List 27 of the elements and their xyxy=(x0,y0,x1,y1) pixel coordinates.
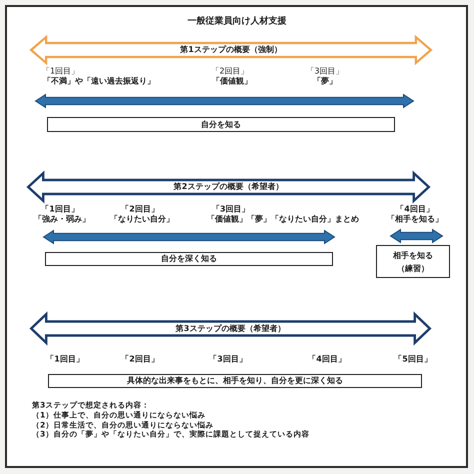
session-label: 「2回目」 xyxy=(121,204,159,214)
session-label: 「1回目」 xyxy=(42,66,80,76)
topic-label: 「夢」 xyxy=(313,76,337,86)
session-label: 「2回目」 xyxy=(121,354,159,364)
session-label: 「3回目」 xyxy=(306,66,344,76)
goal-box: 相手を知る（練習） xyxy=(376,245,450,278)
session-label: 「2回目」 xyxy=(211,66,249,76)
goal-box: 自分を深く知る xyxy=(45,252,333,266)
double-arrow-banner: 第2ステップの概要（希望者） xyxy=(27,172,430,202)
session-label: 「1回目」 xyxy=(41,204,79,214)
session-label: 「3回目」 xyxy=(212,204,250,214)
topic-label: 「相手を知る」 xyxy=(387,214,443,224)
topic-label: 「価値観」 xyxy=(212,76,252,86)
diagram-title: 一般従業員向け人材支援 xyxy=(188,17,286,27)
session-label: 「4回目」 xyxy=(396,204,434,214)
session-label: 「5回目」 xyxy=(394,354,432,364)
double-arrow-banner: 第1ステップの概要（強制） xyxy=(30,36,432,64)
session-label: 「3回目」 xyxy=(209,354,247,364)
topic-label: 「不満」や「遠い過去振返り」 xyxy=(43,76,155,86)
goal-box: 具体的な出来事をもとに、相手を知り、自分を更に深く知る xyxy=(48,374,422,388)
session-label: 「4回目」 xyxy=(308,354,346,364)
goal-box: 自分を知る xyxy=(47,117,395,132)
topic-label: 「なりたい自分」 xyxy=(110,214,174,224)
topic-label: 「価値観」「夢」「なりたい自分」まとめ xyxy=(207,214,359,224)
session-label: 「1回目」 xyxy=(46,354,84,364)
double-arrow-banner: 第3ステップの概要（希望者） xyxy=(30,313,431,344)
topic-label: 「強み・弱み」 xyxy=(34,214,90,224)
